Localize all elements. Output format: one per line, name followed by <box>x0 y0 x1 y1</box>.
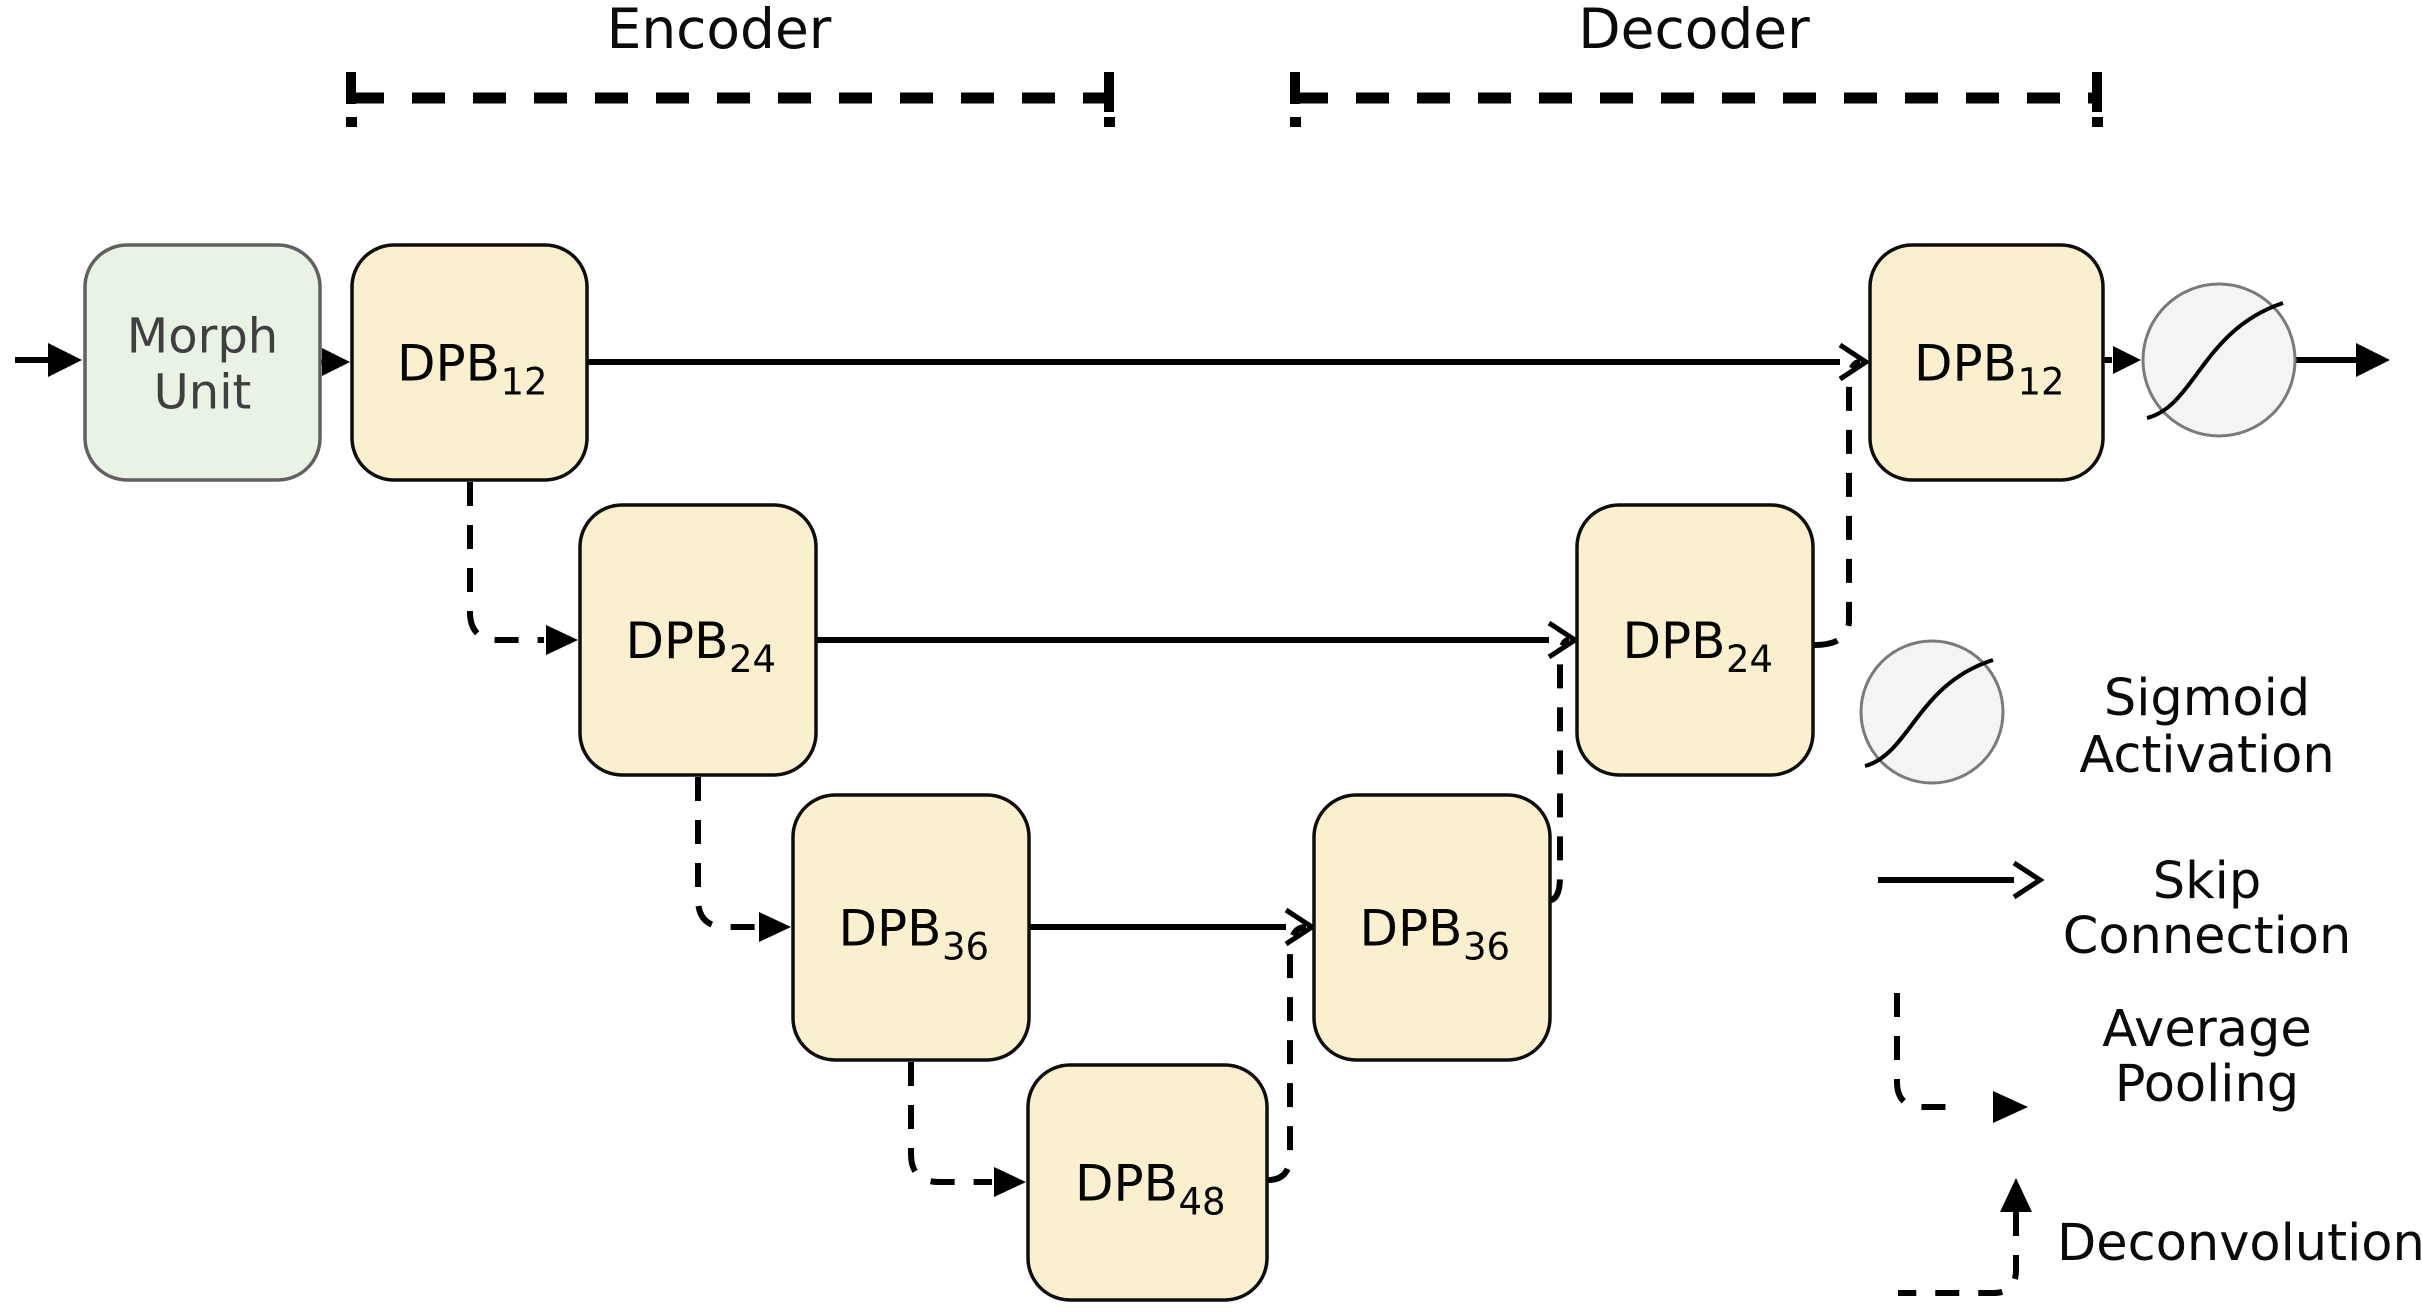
dpb24-decoder-label: DPB <box>1623 612 1726 670</box>
dpb24-decoder-box <box>1575 503 1815 777</box>
skip-connection-arrow-2 <box>816 620 1580 660</box>
dpb48-bottleneck-label-subscript: 48 <box>1179 1181 1226 1224</box>
morph-unit-box <box>83 243 322 482</box>
dpb36-decoder-label: DPB <box>1360 900 1463 958</box>
dpb36-encoder-label-subscript: 36 <box>942 926 989 969</box>
dpb12-decoder-box <box>1868 243 2105 482</box>
dpb36-encoder-box <box>791 793 1031 1062</box>
dpb12-to-sigmoid-arrow <box>2103 346 2141 374</box>
dpb36-encoder-label: DPB <box>839 900 942 958</box>
legend-average-pooling-icon <box>1894 993 2028 1123</box>
deconvolution-arrow-1 <box>1267 924 1307 1183</box>
dpb24-encoder-box <box>578 503 818 777</box>
average-pooling-arrow-1 <box>467 482 578 655</box>
dpb12-decoder-label-subscript: 12 <box>2018 361 2065 404</box>
legend-skip-line2: Connection <box>2063 907 2352 966</box>
dpb24-encoder-label-subscript: 24 <box>729 638 776 681</box>
encoder-bracket <box>346 72 1115 127</box>
deconvolution-arrow-2 <box>1549 637 1570 903</box>
average-pooling-arrow-3 <box>908 1062 1026 1197</box>
input-arrow <box>15 343 82 377</box>
dpb24-encoder-label: DPB <box>626 612 729 670</box>
sigmoid-activation-node <box>2141 282 2297 438</box>
legend-average-pooling-line2: Pooling <box>2115 1055 2299 1114</box>
dpb12-decoder-label: DPB <box>1914 335 2017 393</box>
skip-connection-arrow-3 <box>1029 907 1317 947</box>
decoder-section-label: Decoder <box>1578 0 1810 61</box>
legend-average-pooling-line1: Average <box>2102 1000 2311 1059</box>
legend-sigmoid-icon <box>1859 639 2005 785</box>
average-pooling-arrow-2 <box>695 777 791 942</box>
encoder-section-label: Encoder <box>607 0 832 61</box>
skip-connection-arrow-1 <box>587 342 1871 382</box>
legend-deconvolution-icon <box>1898 1178 2032 1296</box>
morph-unit-label-line2: Unit <box>154 365 252 421</box>
legend-skip-line1: Skip <box>2153 852 2261 911</box>
legend-deconvolution-line1: Deconvolution <box>2057 1214 2422 1273</box>
dpb12-encoder-box <box>350 243 589 482</box>
output-arrow <box>2295 343 2390 377</box>
dpb24-decoder-label-subscript: 24 <box>1726 638 1773 681</box>
dpb48-bottleneck-label: DPB <box>1075 1155 1178 1213</box>
deconvolution-arrow-3 <box>1813 359 1861 648</box>
dpb12-encoder-label-subscript: 12 <box>501 361 548 404</box>
legend-sigmoid-line1: Sigmoid <box>2104 669 2310 728</box>
morph-to-dpb12-arrow <box>318 348 350 376</box>
dpb36-decoder-label-subscript: 36 <box>1463 926 1510 969</box>
legend-sigmoid-line2: Activation <box>2079 726 2334 785</box>
dpb12-encoder-label: DPB <box>397 335 500 393</box>
legend-skip-connection-icon <box>1878 860 2045 900</box>
morph-unit-label-line1: Morph <box>127 309 278 365</box>
decoder-bracket <box>1290 72 2103 127</box>
dpb48-bottleneck-box <box>1026 1063 1269 1302</box>
legend: Sigmoid Activation Skip Connection Avera… <box>1859 639 2422 1296</box>
dpb36-decoder-box <box>1312 793 1552 1062</box>
